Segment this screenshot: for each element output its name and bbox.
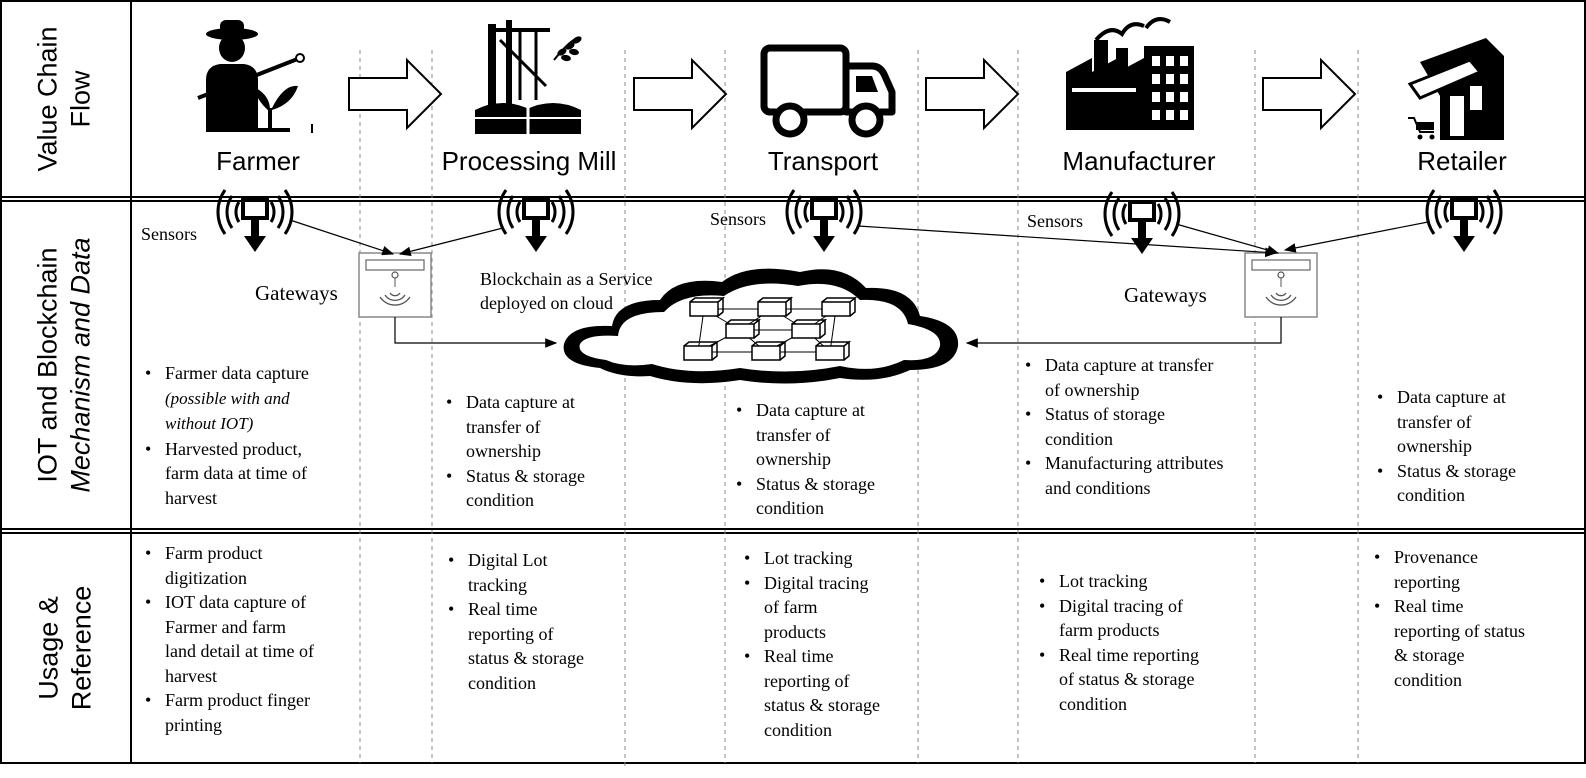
baas-label-line2: deployed on cloud (480, 293, 613, 313)
baas-label-line1: Blockchain as a Service (480, 269, 653, 289)
store-icon (1407, 38, 1504, 140)
sensor-mill-icon (496, 188, 576, 254)
list-item: Farmer data capture(possible with andwit… (141, 361, 309, 437)
blockchain-cloud-icon (563, 268, 959, 384)
gateway-left-icon (358, 252, 432, 318)
column-guides (359, 50, 1359, 770)
flow-arrow-3 (925, 59, 1019, 129)
stage-label-manufacturer: Manufacturer (1062, 146, 1216, 176)
gateways-label-left: Gateways (255, 281, 338, 305)
stage-label-farmer: Farmer (216, 146, 300, 176)
iot-list-farmer: Farmer data capture(possible with andwit… (141, 361, 309, 510)
gateway-right-icon (1244, 252, 1318, 318)
sensor-farmer-icon (215, 188, 295, 254)
flow-arrow-1 (348, 59, 442, 129)
stage-label-retailer: Retailer (1417, 146, 1507, 176)
sensors-label-3: Sensors (1027, 211, 1084, 231)
row-label-value-chain-text: Value Chain Flow (33, 26, 97, 172)
row-label-iot-text: IOT and Blockchain (33, 247, 64, 483)
farmer-icon (197, 20, 313, 133)
row-label-iot-subtext: Mechanism and Data (66, 237, 97, 493)
sensors-label-2: Sensors (710, 209, 767, 229)
sensor-retailer-icon (1424, 188, 1504, 254)
row-label-value-chain: Value Chain Flow (0, 1, 130, 197)
row-label-usage-text: Usage & Reference (32, 585, 96, 711)
mill-icon (475, 20, 582, 134)
stage-label-transport: Transport (767, 146, 879, 176)
sensors-label-1: Sensors (141, 224, 198, 244)
sensor-transport-icon (784, 188, 864, 254)
gateways-label-right: Gateways (1124, 283, 1207, 307)
stage-label-mill: Processing Mill (441, 146, 617, 176)
row-label-iot: IOT and Blockchain Mechanism and Data (0, 201, 130, 529)
list-item: Lot tracking (740, 546, 880, 571)
list-item: Lot tracking (1035, 569, 1199, 594)
flow-arrow-2 (633, 59, 727, 129)
truck-icon (760, 44, 896, 138)
list-item: Harvested product,farm data at time ofha… (141, 437, 309, 511)
factory-icon (1066, 17, 1194, 130)
flow-arrow-4 (1262, 59, 1356, 129)
row-label-usage: Usage & Reference (0, 533, 130, 763)
